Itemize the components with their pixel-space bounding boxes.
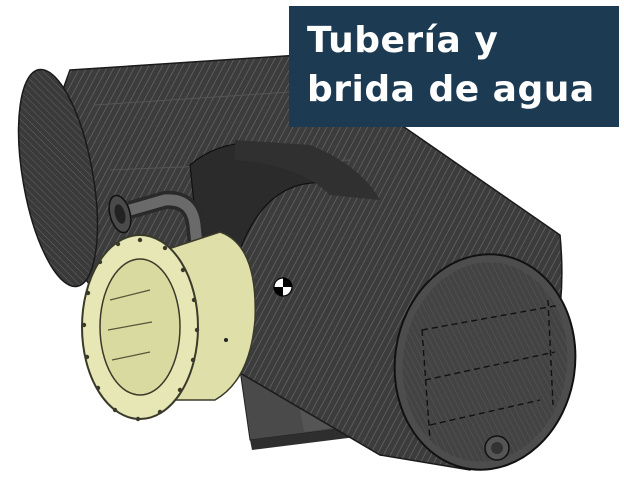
center-of-gravity-marker: [273, 277, 293, 297]
page-title: Tubería y brida de agua: [307, 20, 595, 110]
end-cover-plate: [393, 253, 577, 471]
water-pipe-elbow: [108, 190, 207, 256]
title-banner: Tubería y brida de agua: [289, 6, 619, 127]
water-flange: [81, 231, 256, 422]
